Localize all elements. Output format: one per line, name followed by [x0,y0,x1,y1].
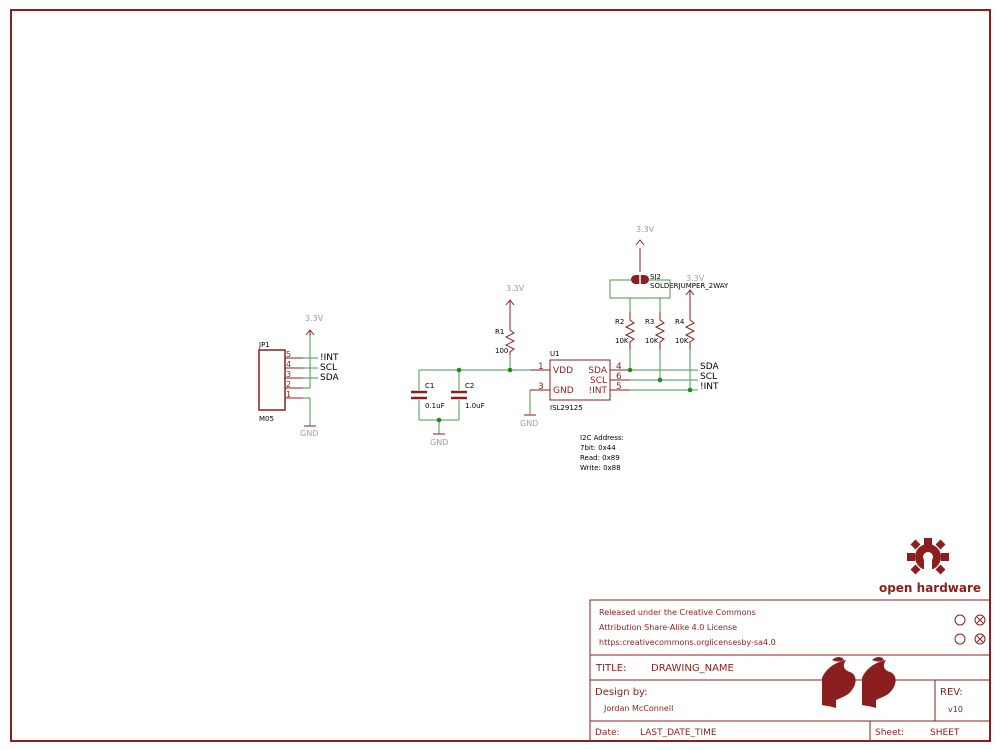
ic-u1: U1 ISL29125 VDD GND 1 3 SDA SCL !INT 4 6… [520,350,719,428]
ground-label: GND [300,429,318,438]
ground-symbol: GND [520,414,538,428]
license-line: Attribution Share-Alike 4.0 License [599,623,737,632]
connector-jp1: JP1 M05 5 4 3 2 1 !INT SCL S [258,314,339,438]
title-block: Released under the Creative Commons Attr… [589,599,991,742]
sparkfun-flame-icon [862,657,896,708]
jp1-pin-num: 1 [286,390,291,399]
u1-value: ISL29125 [550,404,583,412]
pullup-network: 3.3V SJ2 SOLDERJUMPER_2WAY R2 10K R3 10K [609,225,729,393]
jp1-net-label: SDA [320,373,339,383]
r4-value: 10K [675,337,689,345]
license-line: Released under the Creative Commons [599,608,756,617]
r2-value: 10K [615,337,629,345]
ground-label: GND [430,438,448,447]
u1-pin-name: VDD [553,366,573,376]
license-line: https:creativecommons.orglicensesby-sa4.… [599,638,776,647]
note-line: I2C Address: [580,434,624,442]
note-line: Write: 0x88 [580,464,621,472]
output-net-label: SDA [700,362,719,372]
design-value: Jordan McConnell [603,704,673,713]
jp1-net-label: SCL [320,363,337,373]
capacitor-c1: C1 0.1uF [411,382,445,410]
i2c-address-note: I2C Address: 7bit: 0x44 Read: 0x89 Write… [580,434,624,472]
ground-symbol: GND [430,433,448,447]
open-hardware-logo: open hardware [879,538,981,595]
ground-symbol: GND [300,425,318,438]
junction-dot [456,367,462,373]
c1-value: 0.1uF [425,402,445,410]
jp1-pin-num: 4 [286,360,291,369]
date-value: LAST_DATE_TIME [640,728,717,738]
output-net-label: !INT [700,382,719,392]
power-symbol: 3.3V [305,314,324,336]
c1-ref: C1 [425,382,434,390]
u1-pin-num: 3 [538,382,544,392]
junction-dot [436,417,442,423]
r3-ref: R3 [645,318,654,326]
r3-value: 10K [645,337,659,345]
resistor-r3: R3 10K [645,312,666,350]
oshw-gear-icon [907,538,949,575]
jp1-pin-num: 5 [286,350,291,359]
solder-jumper-sj2: 3.3V SJ2 SOLDERJUMPER_2WAY [631,225,729,290]
sheet-label: Sheet: [875,728,904,738]
u1-pin-num: 4 [616,362,622,372]
design-label: Design by: [595,687,648,698]
c2-value: 1.0uF [465,402,485,410]
note-line: Read: 0x89 [580,454,620,462]
power-label: 3.3V [636,225,655,234]
power-label: 3.3V [305,314,324,323]
sj2-value: SOLDERJUMPER_2WAY [650,282,729,290]
c2-ref: C2 [465,382,474,390]
u1-pin-num: 6 [616,372,622,382]
resistor-r2: R2 10K [615,312,636,350]
u1-pin-num: 1 [538,362,544,372]
resistor-r4: 3.3V R4 10K [675,274,705,350]
junction-dot [627,367,633,373]
u1-pin-name: SDA [588,366,607,376]
r2-ref: R2 [615,318,624,326]
u1-pin-name: !INT [589,386,608,396]
sheet-frame [10,9,991,742]
sheet-value: SHEET [930,728,960,738]
cc-icons [954,614,986,645]
date-label: Date: [595,728,620,738]
junction-dot [687,387,693,393]
title-label: TITLE: [595,663,626,674]
jp1-body [258,349,286,411]
oshw-text: open hardware [879,581,981,595]
jp1-ref: JP1 [258,341,270,349]
u1-pin-name: GND [553,386,574,396]
power-label: 3.3V [506,284,525,293]
junction-dot [657,377,663,383]
output-net-label: SCL [700,372,717,382]
junction-dot [507,367,513,373]
power-filter: C1 0.1uF C2 1.0uF R1 100 3.3V GND [411,284,550,447]
resistor-r1: R1 100 3.3V [495,284,525,355]
r1-value: 100 [495,347,508,355]
sparkfun-flame-icon [822,657,856,708]
r1-ref: R1 [495,328,504,336]
r4-ref: R4 [675,318,685,326]
jp1-pin-num: 3 [286,370,291,379]
sj2-ref: SJ2 [650,273,661,281]
note-line: 7bit: 0x44 [580,444,616,452]
jp1-net-label: !INT [320,353,339,363]
capacitor-c2: C2 1.0uF [451,382,485,410]
jp1-pin-num: 2 [286,380,291,389]
power-label: 3.3V [686,274,705,283]
rev-value: v10 [948,705,963,714]
ground-label: GND [520,419,538,428]
title-value: DRAWING_NAME [651,663,734,674]
rev-label: REV: [940,687,963,698]
u1-ref: U1 [550,350,560,358]
u1-pin-name: SCL [590,376,607,386]
u1-pin-num: 5 [616,382,622,392]
jp1-value: M05 [259,415,274,423]
